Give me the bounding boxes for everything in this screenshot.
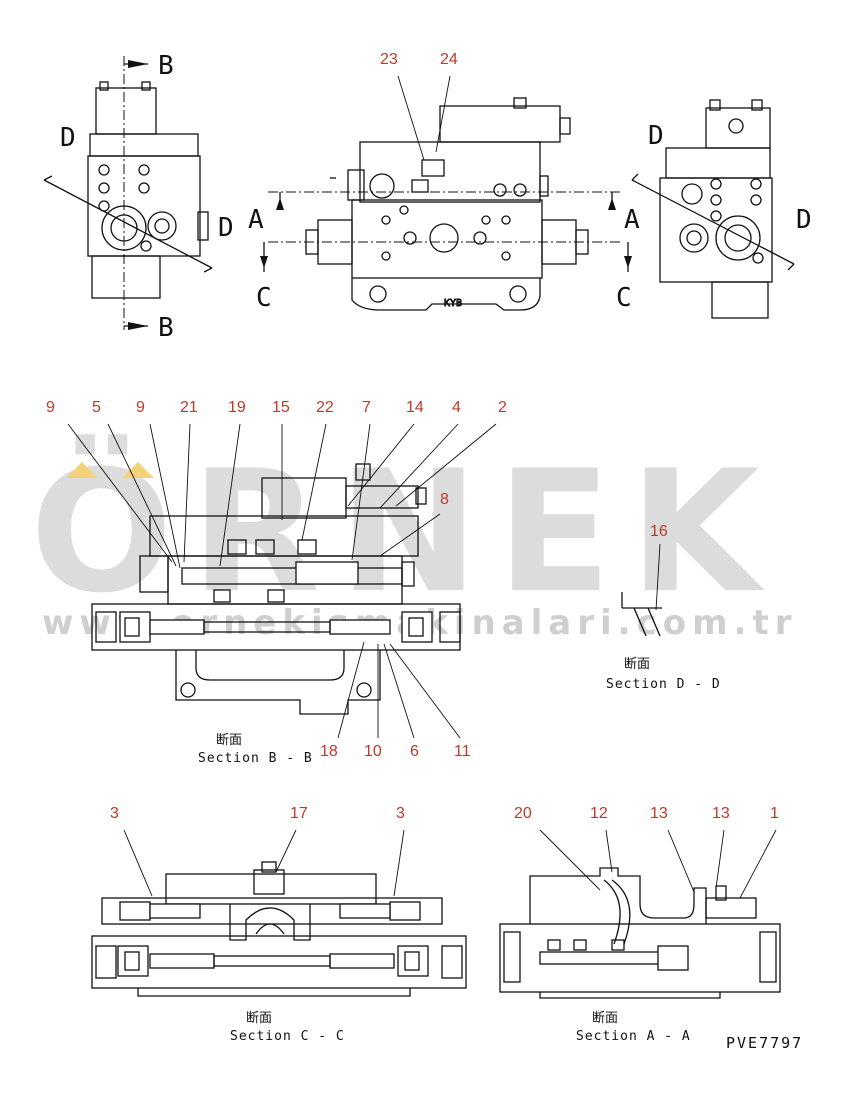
callout-5: 5 xyxy=(92,399,101,416)
svg-text:KYB: KYB xyxy=(444,298,462,309)
front-view-center: KYB A A C C 23 24 xyxy=(248,51,640,313)
section-marker-d-left-top: D xyxy=(60,123,76,153)
callout-24: 24 xyxy=(440,51,458,68)
section-marker-d-left-bottom: D xyxy=(218,213,234,243)
callout-22: 22 xyxy=(316,399,334,416)
callout-1: 1 xyxy=(770,805,779,822)
callout-13a: 13 xyxy=(650,805,668,822)
caption-b-en: Section B - B xyxy=(198,751,313,766)
callout-9a: 9 xyxy=(46,399,55,416)
section-d-d: 16 断面 Section D - D xyxy=(606,523,721,692)
callout-4: 4 xyxy=(452,399,461,416)
callout-23: 23 xyxy=(380,51,398,68)
callout-15: 15 xyxy=(272,399,290,416)
callout-6: 6 xyxy=(410,743,419,760)
callout-16: 16 xyxy=(650,523,668,540)
section-marker-a-left: A xyxy=(248,205,264,235)
section-marker-c-right: C xyxy=(616,283,632,313)
callout-12: 12 xyxy=(590,805,608,822)
callout-8: 8 xyxy=(440,491,449,508)
callout-10: 10 xyxy=(364,743,382,760)
drawing-code: PVE7797 xyxy=(726,1034,803,1052)
callout-19: 19 xyxy=(228,399,246,416)
section-a-a: 20 12 13 13 1 断面 Section A - A xyxy=(499,805,781,1044)
section-marker-a-right: A xyxy=(624,205,640,235)
section-b-b: 9 5 9 21 19 15 22 7 14 4 2 8 18 10 6 11 … xyxy=(46,399,507,766)
caption-c-jp: 断面 xyxy=(246,1011,272,1026)
callout-14: 14 xyxy=(406,399,424,416)
callout-3-left: 3 xyxy=(110,805,119,822)
section-marker-b-top: B xyxy=(158,51,174,81)
side-view-right: D D xyxy=(631,99,812,319)
callout-7: 7 xyxy=(362,399,371,416)
section-marker-c-left: C xyxy=(256,283,272,313)
section-c-c: 3 17 3 断面 Section C - C xyxy=(91,805,467,1044)
callout-18: 18 xyxy=(320,743,338,760)
callout-9b: 9 xyxy=(136,399,145,416)
side-view-left: B B D D xyxy=(43,51,234,343)
caption-d-jp: 断面 xyxy=(624,657,650,672)
callout-17: 17 xyxy=(290,805,308,822)
section-marker-d-right-top: D xyxy=(648,121,664,151)
caption-a-jp: 断面 xyxy=(592,1011,618,1026)
callout-3-right: 3 xyxy=(396,805,405,822)
watermark-logo-accent-right xyxy=(122,462,154,478)
caption-b-jp: 断面 xyxy=(216,733,242,748)
callout-2: 2 xyxy=(498,399,507,416)
watermark-logo-accent-left xyxy=(66,462,98,478)
callout-21: 21 xyxy=(180,399,198,416)
callout-11: 11 xyxy=(454,743,471,760)
watermark-logo: ÖRNEK xyxy=(30,434,778,630)
caption-a-en: Section A - A xyxy=(576,1029,691,1044)
section-marker-b-bottom: B xyxy=(158,313,174,343)
caption-c-en: Section C - C xyxy=(230,1029,345,1044)
caption-d-en: Section D - D xyxy=(606,677,721,692)
section-marker-d-right-bottom: D xyxy=(796,205,812,235)
callout-20: 20 xyxy=(514,805,532,822)
callout-13b: 13 xyxy=(712,805,730,822)
